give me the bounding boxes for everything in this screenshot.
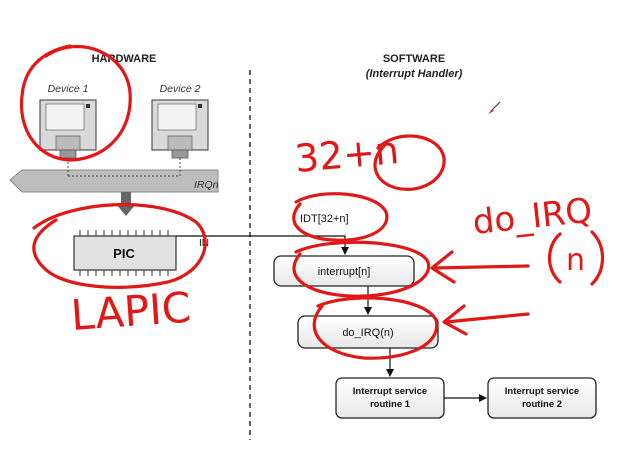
hardware-heading: HARDWARE [92, 53, 157, 65]
annotation-paren-right [590, 230, 605, 286]
idt-entry-label: IDT[32+n] [300, 213, 349, 225]
interrupt-stub-box: interrupt[n] [273, 255, 415, 287]
annotation-arrow-to-doirq [442, 304, 530, 336]
annotation-paren-left [547, 232, 562, 284]
irq-bus-label: IRQn [194, 179, 219, 191]
pic-label: PIC [113, 246, 135, 261]
annotation-circle-idt [292, 192, 389, 242]
annotation-circle-pic [32, 203, 207, 289]
annotation-do-irq-arg: n [566, 243, 585, 278]
software-heading: SOFTWARE [383, 53, 445, 65]
annotation-circle-device1 [19, 44, 132, 162]
annotation-circle-doirq [312, 296, 439, 360]
annotation-arrow-to-interrupt [430, 250, 530, 284]
device-2: Device 2 [151, 83, 209, 159]
pen-cursor-icon [488, 101, 501, 114]
annotation-vector-text: 32+n [293, 128, 401, 181]
software-subheading: (Interrupt Handler) [366, 68, 463, 80]
annotation-lapic: LAPIC [69, 283, 192, 340]
device-2-label: Device 2 [160, 83, 201, 95]
do-irq-label: do_IRQ(n) [342, 327, 393, 339]
isr-1-line2: routine 1 [370, 399, 411, 410]
irq-bus: IRQn [9, 158, 219, 193]
interrupt-stub-label: interrupt[n] [318, 266, 371, 278]
do-irq-box: do_IRQ(n) [297, 315, 439, 349]
pic-chip: PIC [73, 230, 177, 276]
bus-to-pic-arrow [116, 204, 136, 216]
pic-to-idt-connector [176, 235, 349, 255]
isr-2-line1: Interrupt service [505, 386, 579, 397]
annotation-circle-interrupt [292, 240, 431, 298]
isr-1-box: Interrupt service routine 1 [335, 377, 445, 419]
device-1-label: Device 1 [48, 83, 89, 95]
annotation-do-irq: do_IRQ [471, 191, 594, 243]
isr-2-line2: routine 2 [522, 399, 562, 410]
device-1: Device 1 [39, 83, 97, 159]
isr-2-box: Interrupt service routine 2 [487, 377, 597, 419]
annotation-circle-n [373, 134, 446, 191]
isr-1-line1: Interrupt service [353, 386, 427, 397]
